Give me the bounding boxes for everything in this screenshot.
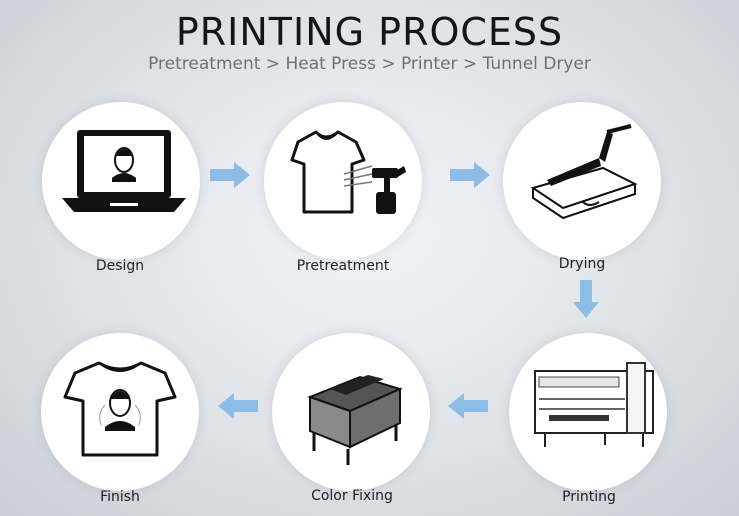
step-label: Finish [100,489,140,505]
tunnel-dryer-icon [307,375,403,465]
step-label: Drying [558,256,606,272]
arrow-right-icon [210,162,250,188]
page-title: PRINTING PROCESS [175,10,564,54]
step-label: Color Fixing [311,488,393,504]
step-finish-circle [41,333,199,491]
step-color-fixing-circle [272,333,430,491]
arrow-left-icon [448,393,488,419]
printer-machine-icon [534,362,654,447]
step-label: Design [95,258,145,274]
heat-press-icon [530,124,638,220]
printed-tshirt-icon [63,361,177,457]
arrow-left-icon [218,393,258,419]
step-printing-circle [509,333,667,491]
step-drying-circle [503,102,661,260]
tshirt-spray-gun-icon [290,130,406,214]
laptop-icon [62,130,186,212]
step-design-circle [42,102,200,260]
step-pretreatment-circle [264,102,422,260]
page-subtitle: Pretreatment > Heat Press > Printer > Tu… [148,54,591,74]
step-label: Pretreatment [296,258,390,274]
step-label: Printing [562,489,616,505]
arrow-down-icon [573,280,599,318]
arrow-right-icon [450,162,490,188]
